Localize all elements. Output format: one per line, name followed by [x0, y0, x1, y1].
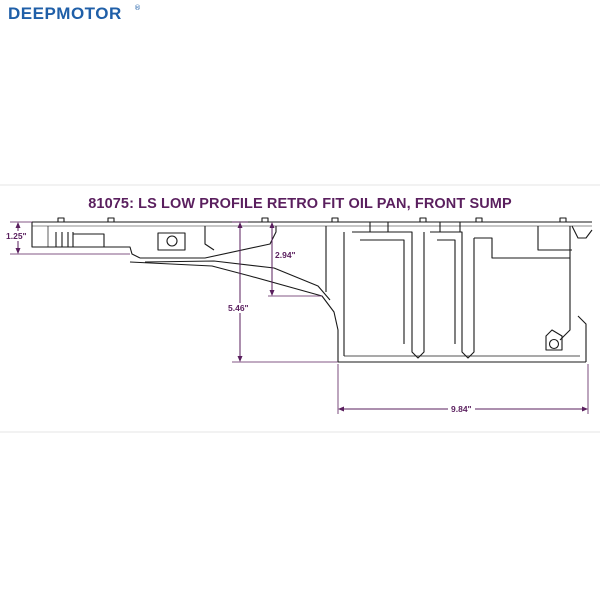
drain-plug-boss [548, 338, 560, 350]
top-bolt-4 [331, 217, 339, 223]
top-bolt-6 [475, 217, 483, 223]
dim-length-arrow-left [338, 406, 344, 412]
top-bolt-3 [261, 217, 269, 223]
dim-sump-depth-arrow-top [237, 222, 243, 228]
top-bolt-2 [107, 217, 115, 223]
dim-label-sump-length: 9.84" [448, 404, 475, 414]
drain-plug [545, 329, 563, 351]
dim-flange-arrow-top [15, 222, 21, 228]
dim-flange-arrow-bottom [15, 248, 21, 254]
brand-logo: DEEPMOTOR [8, 4, 122, 23]
dim-length-arrow-right [582, 406, 588, 412]
top-bolt-1 [57, 217, 65, 223]
left-rail-step [73, 233, 105, 247]
rear-panel [537, 226, 572, 251]
rear-wall [559, 226, 571, 341]
top-bolt-7 [559, 217, 567, 223]
rear-upper-detail [571, 225, 593, 239]
bolt-ear [157, 232, 186, 251]
dim-label-sump-depth: 5.46" [228, 303, 249, 313]
bolt-hole [166, 235, 178, 247]
diagram-title: 81075: LS LOW PROFILE RETRO FIT OIL PAN,… [88, 196, 512, 212]
rear-bottom-corner [577, 315, 587, 362]
left-bolt-boss-2 [67, 232, 74, 247]
dim-label-flange-height: 1.25" [6, 231, 27, 241]
oil-pan-outline [31, 217, 593, 363]
front-inner-edge [144, 260, 331, 301]
left-bolt-boss-1 [55, 232, 63, 247]
dim-step-arrow-top [269, 222, 275, 228]
chamber-1 [352, 231, 425, 359]
left-flange [31, 222, 141, 259]
rear-section [474, 237, 570, 259]
front-upper-edge [140, 226, 277, 259]
dim-sump-depth-arrow-bottom [237, 356, 243, 362]
chamber-2 [430, 231, 475, 359]
chamber-2-inner [437, 239, 456, 344]
dimension-lines [10, 221, 589, 414]
registered-mark: ® [134, 4, 141, 12]
chamber-1-inner [360, 239, 405, 344]
dim-step-arrow-bottom [269, 290, 275, 296]
step-ear [204, 226, 215, 251]
dim-label-front-step-depth: 2.94" [275, 250, 296, 260]
top-bolt-5 [419, 217, 427, 223]
